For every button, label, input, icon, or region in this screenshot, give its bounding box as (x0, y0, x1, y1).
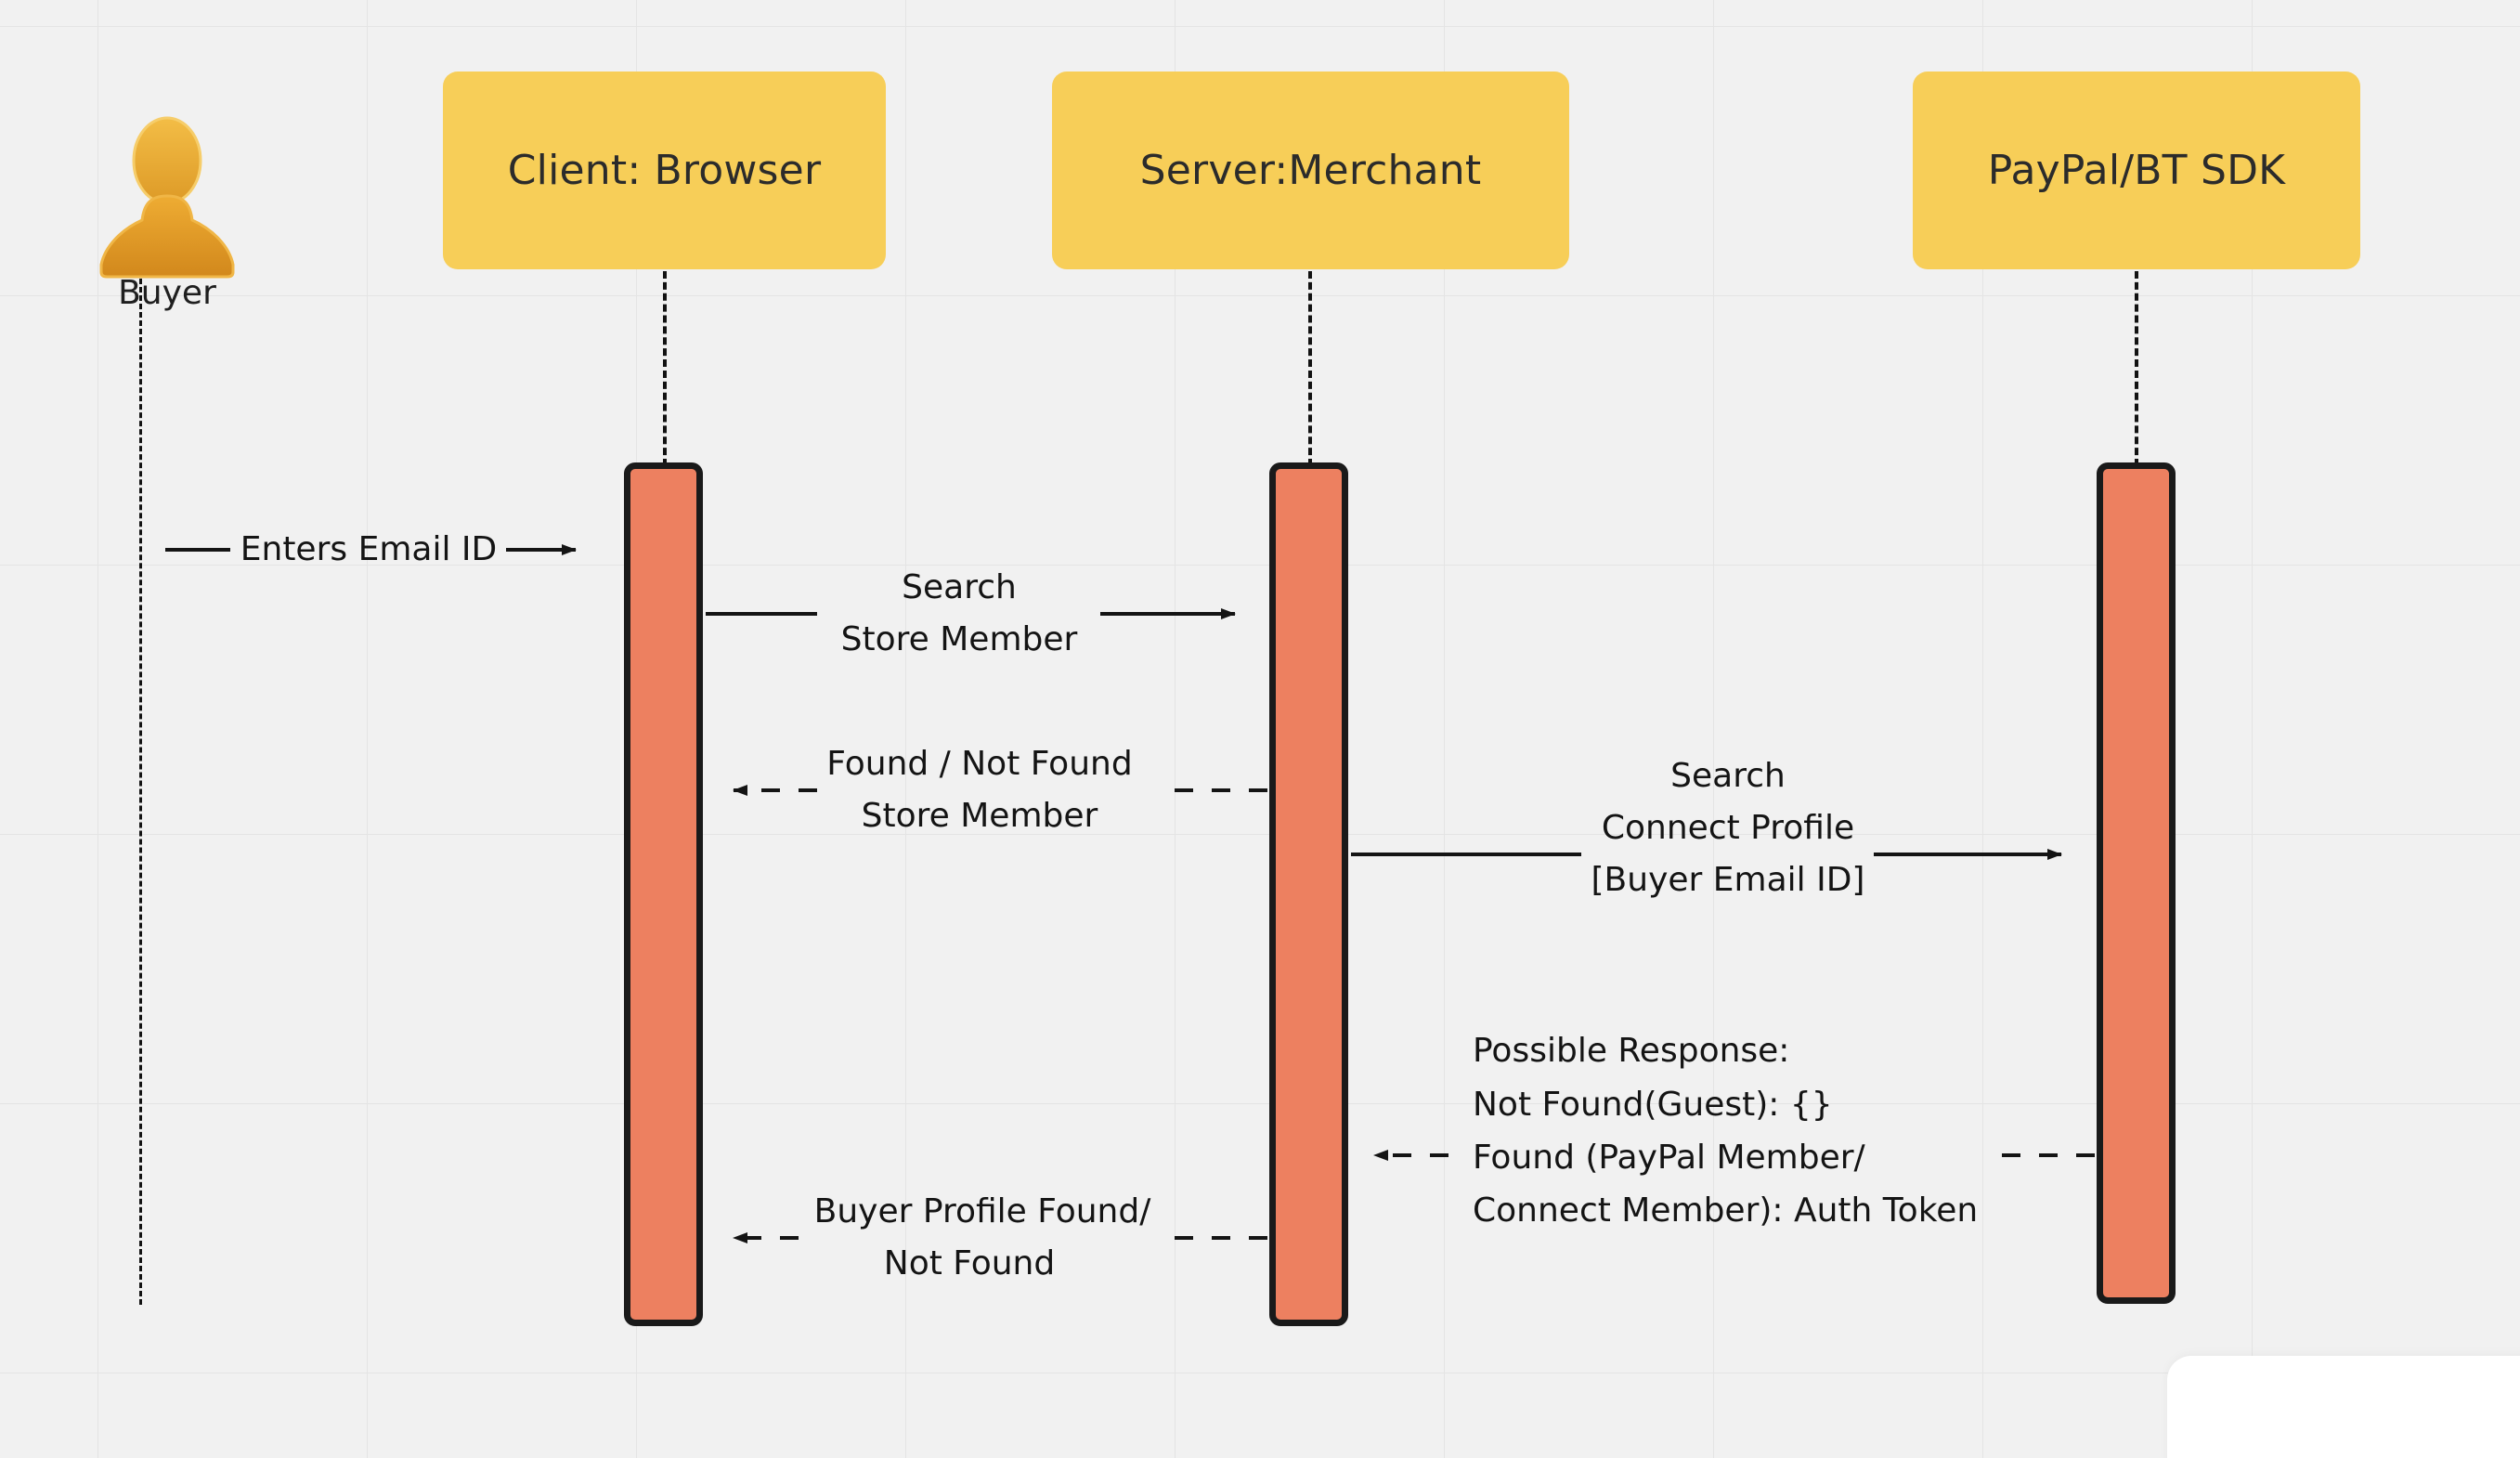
message-label-buyer-profile-found-line2: Not Found (883, 1244, 1056, 1282)
participant-server-merchant[interactable]: Server:Merchant (1052, 72, 1569, 269)
lifeline-client-browser (663, 271, 667, 466)
message-label-search-connect-profile-line1: Search (1670, 757, 1786, 795)
message-label-buyer-profile-found-line1: Buyer Profile Found/ (813, 1192, 1151, 1230)
buyer-actor[interactable] (88, 116, 246, 279)
message-label-possible-response-line2: Not Found(Guest): {} (1473, 1086, 1833, 1124)
message-label-search-connect-profile-line3: [Buyer Email ID] (1591, 861, 1865, 899)
participant-paypal-bt-sdk[interactable]: PayPal/BT SDK (1913, 72, 2360, 269)
message-label-possible-response-line3: Found (PayPal Member/ (1473, 1139, 1865, 1177)
message-label-search-store-member-line1: Search (902, 568, 1017, 606)
participant-paypal-bt-sdk-label: PayPal/BT SDK (1987, 147, 2286, 194)
message-label-possible-response-line4: Connect Member): Auth Token (1473, 1191, 1979, 1230)
lifeline-server-merchant (1308, 271, 1312, 466)
activation-bar-paypal-bt-sdk (2097, 462, 2176, 1304)
corner-panel (2167, 1356, 2520, 1458)
activation-bar-client-browser (624, 462, 703, 1326)
message-label-search-store-member-line2: Store Member (840, 620, 1078, 658)
message-label-found-not-found-line1: Found / Not Found (826, 745, 1133, 783)
person-icon (99, 116, 235, 279)
activation-bar-server-merchant (1269, 462, 1348, 1326)
buyer-actor-label: Buyer (118, 274, 216, 312)
participant-server-merchant-label: Server:Merchant (1139, 147, 1482, 194)
message-label-enters-email-id: Enters Email ID (240, 530, 498, 568)
participant-client-browser-label: Client: Browser (507, 147, 822, 194)
message-label-search-connect-profile-line2: Connect Profile (1601, 809, 1855, 847)
lifeline-paypal-bt-sdk (2135, 271, 2138, 466)
message-label-possible-response-line1: Possible Response: (1473, 1032, 1790, 1070)
message-label-found-not-found-line2: Store Member (861, 797, 1098, 835)
lifeline-buyer (139, 279, 142, 1305)
participant-client-browser[interactable]: Client: Browser (443, 72, 886, 269)
